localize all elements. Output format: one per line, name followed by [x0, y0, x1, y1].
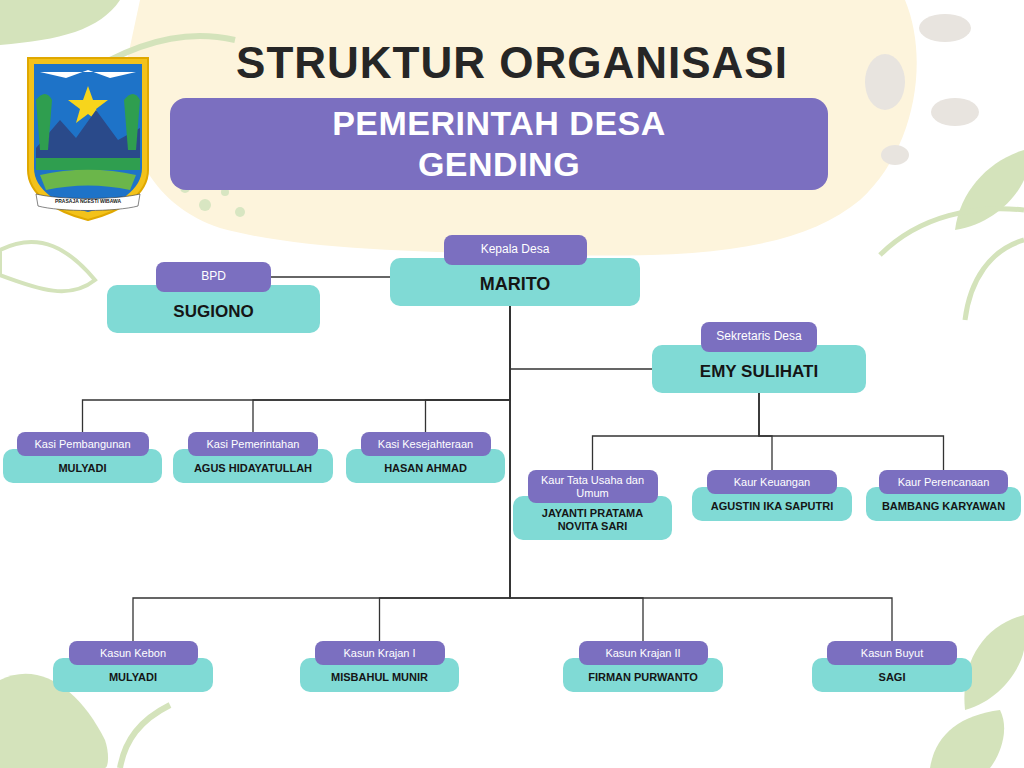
person-name: HASAN AHMAD — [384, 462, 467, 475]
name-box: SUGIONO — [107, 285, 320, 333]
role-tab: Kasi Pemerintahan — [188, 432, 318, 456]
position-box: Kasi KesejahteraanHASAN AHMAD — [346, 432, 505, 483]
role-text: Kasi Kesejahteraan — [378, 438, 473, 451]
role-text: Kaur Keuangan — [734, 476, 810, 489]
role-tab: Kasun Buyut — [827, 641, 957, 665]
leaf — [964, 615, 1024, 710]
org-connector — [426, 306, 511, 432]
role-tab: Kaur Tata Usaha dan Umum — [528, 470, 658, 503]
role-tab: Kaur Perencanaan — [879, 470, 1008, 494]
position-box: Kasun BuyutSAGI — [812, 641, 972, 692]
position-box: Kaur PerencanaanBAMBANG KARYAWAN — [866, 470, 1021, 521]
role-text: Kepala Desa — [481, 243, 550, 257]
person-name: AGUSTIN IKA SAPUTRI — [711, 500, 833, 513]
role-text: BPD — [201, 270, 226, 284]
leaf — [965, 240, 1024, 320]
position-box: Kasi PembangunanMULYADI — [3, 432, 162, 483]
leaf — [955, 150, 1024, 230]
leaf — [930, 710, 1004, 768]
org-connector — [271, 276, 390, 277]
logo — [28, 58, 148, 220]
role-tab: Kasun Kebon — [69, 641, 198, 665]
person-name: EMY SULIHATI — [700, 362, 818, 382]
position-box: Kaur KeuanganAGUSTIN IKA SAPUTRI — [692, 470, 852, 521]
person-name: JAYANTI PRATAMA NOVITA SARI — [521, 507, 664, 533]
org-connector — [510, 306, 892, 641]
position-box: Kasun Krajan II FIRMAN PURWANTO — [563, 641, 723, 692]
banner-text: PEMERINTAH DESA GENDING — [284, 103, 714, 186]
role-text: Sekretaris Desa — [716, 330, 801, 344]
person-name: AGUS HIDAYATULLAH — [194, 462, 312, 475]
person-name: MULYADI — [58, 462, 106, 475]
leaf — [0, 0, 120, 45]
person-name: SUGIONO — [173, 302, 253, 322]
green-dot — [199, 199, 211, 211]
role-tab: Kaur Keuangan — [707, 470, 837, 494]
role-text: Kasi Pemerintahan — [207, 438, 300, 451]
role-text: Kaur Tata Usaha dan Umum — [534, 474, 652, 499]
role-text: Kasun Krajan II — [605, 647, 680, 660]
logo-motto: PRASAJA NGESTI WIBAWA — [38, 198, 138, 204]
role-tab: Kepala Desa — [444, 235, 587, 265]
role-text: Kasun Buyut — [861, 647, 923, 660]
role-tab: Kasun Krajan II — [579, 641, 708, 665]
green-dot — [235, 207, 245, 217]
person-name: SAGI — [879, 671, 906, 684]
org-connector — [593, 393, 760, 470]
position-box: Kasun Krajan I MISBAHUL MUNIR — [300, 641, 459, 692]
grey-dot — [931, 98, 979, 126]
person-name: BAMBANG KARYAWAN — [882, 500, 1005, 513]
role-text: Kasun Krajan I — [343, 647, 415, 660]
person-name: MISBAHUL MUNIR — [331, 671, 428, 684]
role-tab: Kasi Pembangunan — [17, 432, 149, 456]
role-tab: Kasi Kesejahteraan — [361, 432, 491, 456]
grey-dot — [919, 14, 971, 42]
position-box: Kepala DesaMARITO — [390, 235, 640, 306]
org-connector — [759, 393, 944, 470]
role-text: Kasun Kebon — [100, 647, 166, 660]
title-banner: PEMERINTAH DESA GENDING — [170, 98, 828, 190]
leaf — [110, 36, 235, 60]
grey-dot — [881, 145, 909, 165]
position-box: Kasun KebonMULYADI — [53, 641, 213, 692]
role-tab: Kasun Krajan I — [315, 641, 445, 665]
person-name: MULYADI — [109, 671, 157, 684]
position-box: BPD SUGIONO — [107, 262, 320, 333]
page-title: STRUKTUR ORGANISASI — [0, 38, 1024, 88]
org-connector — [510, 306, 652, 369]
org-connector — [759, 393, 772, 470]
role-tab: BPD — [156, 262, 271, 292]
name-box: MARITO — [390, 258, 640, 306]
position-box: Sekretaris DesaEMY SULIHATI — [652, 322, 866, 393]
name-box: EMY SULIHATI — [652, 345, 866, 393]
grey-dot — [865, 54, 905, 110]
role-text: Kaur Perencanaan — [898, 476, 990, 489]
leaf — [0, 242, 95, 291]
leaf — [120, 705, 170, 768]
org-connector — [133, 306, 510, 641]
position-box: Kasi PemerintahanAGUS HIDAYATULLAH — [173, 432, 333, 483]
role-text: Kasi Pembangunan — [34, 438, 130, 451]
person-name: MARITO — [480, 274, 551, 296]
role-tab: Sekretaris Desa — [701, 322, 817, 352]
person-name: FIRMAN PURWANTO — [588, 671, 698, 684]
position-box: Kaur Tata Usaha dan UmumJAYANTI PRATAMA … — [513, 470, 672, 540]
